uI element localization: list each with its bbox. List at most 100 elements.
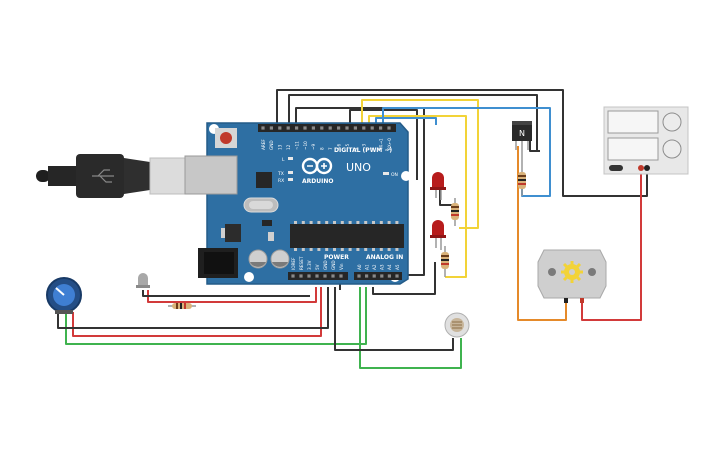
header-pin[interactable] — [337, 126, 341, 130]
wire-yellow-1[interactable] — [361, 99, 479, 229]
header-pin[interactable] — [357, 274, 361, 278]
chip-leg — [379, 221, 383, 224]
chip-leg — [372, 221, 375, 224]
header-pin[interactable] — [303, 126, 307, 130]
red-led-1[interactable] — [430, 172, 446, 200]
header-pin[interactable] — [311, 126, 315, 130]
header-pin[interactable] — [307, 274, 311, 278]
crystal-oscillator — [243, 197, 279, 213]
wire-red-motor[interactable] — [581, 170, 642, 321]
wire-black-tmp[interactable] — [142, 290, 310, 297]
header-pin[interactable] — [323, 274, 327, 278]
header-pin[interactable] — [380, 274, 384, 278]
header-pin[interactable] — [395, 274, 399, 278]
current-knob[interactable] — [662, 139, 682, 159]
wire-black-top-outer[interactable] — [276, 89, 648, 197]
header-pin[interactable] — [286, 126, 290, 130]
wire-orange-motor[interactable] — [517, 146, 567, 321]
pin-label: GND — [323, 260, 328, 270]
resistor-2[interactable] — [441, 246, 449, 277]
analog-header[interactable] — [354, 272, 402, 280]
voltage-knob[interactable] — [662, 112, 682, 132]
pin-label: ~3 — [362, 143, 367, 150]
header-pin[interactable] — [269, 126, 273, 130]
pin-label: IOREF — [291, 257, 296, 270]
pin-label: GND — [269, 140, 274, 150]
header-pin[interactable] — [370, 126, 374, 130]
header-pin[interactable] — [339, 274, 343, 278]
led-tx — [288, 171, 293, 174]
pin-label: 8 — [320, 147, 325, 150]
power-jack[interactable] — [198, 248, 238, 278]
led-l-label: L — [282, 157, 285, 163]
chip-leg — [372, 248, 375, 251]
small-component — [268, 232, 274, 241]
header-pin[interactable] — [372, 274, 376, 278]
header-pin[interactable] — [387, 274, 391, 278]
wire-black-pot[interactable] — [57, 287, 329, 329]
header-pin[interactable] — [315, 274, 319, 278]
header-pin[interactable] — [291, 274, 295, 278]
power-switch[interactable] — [609, 165, 623, 171]
chip-leg — [364, 248, 368, 251]
pin-label: ~11 — [294, 141, 299, 150]
wire-yellow-2[interactable] — [368, 115, 467, 278]
mounting-hole — [401, 171, 411, 181]
reset-button[interactable] — [215, 128, 237, 148]
led-rx — [288, 178, 293, 181]
wire-black-analog[interactable] — [372, 262, 436, 295]
potentiometer[interactable] — [46, 277, 82, 314]
header-pin[interactable] — [320, 126, 324, 130]
header-pin[interactable] — [345, 126, 349, 130]
gray-sensor[interactable] — [136, 273, 150, 288]
pin-label: A1 — [364, 264, 369, 270]
small-component — [262, 220, 272, 226]
header-pin[interactable] — [295, 126, 299, 130]
resistor-1[interactable] — [451, 198, 459, 226]
red-led-2[interactable] — [430, 220, 446, 250]
chip-leg — [395, 248, 399, 251]
positive-terminal[interactable] — [638, 165, 644, 171]
header-pin[interactable] — [379, 126, 383, 130]
pin-label: 13 — [278, 144, 283, 150]
led-on-label: ON — [391, 172, 398, 178]
header-pin[interactable] — [299, 274, 303, 278]
photoresistor[interactable] — [444, 312, 470, 338]
wire-green-ldr[interactable] — [359, 287, 462, 369]
chip-leg — [317, 248, 321, 251]
header-pin[interactable] — [331, 274, 335, 278]
wire-black-transistor[interactable] — [529, 140, 540, 152]
wire-red-pot[interactable] — [72, 287, 322, 337]
npn-transistor[interactable]: N — [512, 121, 532, 150]
wire-black-gnd-top[interactable] — [288, 94, 538, 151]
chip-leg — [309, 248, 313, 251]
chip-leg — [356, 248, 360, 251]
transistor-label: N — [519, 129, 525, 138]
analog-pins — [357, 274, 399, 278]
negative-terminal[interactable] — [644, 165, 650, 171]
pin-label: A0 — [357, 264, 362, 270]
header-pin[interactable] — [278, 126, 282, 130]
power-supply[interactable] — [603, 106, 689, 175]
header-pin[interactable] — [362, 126, 366, 130]
header-pin[interactable] — [353, 126, 357, 130]
pin-label: AREF — [261, 139, 266, 150]
digital-header[interactable] — [258, 124, 396, 132]
wire-black-ldr2[interactable] — [334, 287, 454, 351]
header-pin[interactable] — [261, 126, 265, 130]
dc-motor[interactable] — [537, 249, 607, 303]
pin-label: ~10 — [303, 141, 308, 150]
pin-label: ~9 — [311, 143, 316, 150]
header-pin[interactable] — [365, 274, 369, 278]
led-rx-label: RX — [278, 178, 284, 184]
resistor-3[interactable] — [518, 150, 526, 196]
header-pin[interactable] — [328, 126, 332, 130]
header-pin[interactable] — [387, 126, 391, 130]
wire-black-led1[interactable] — [439, 190, 455, 206]
chip-leg — [333, 248, 336, 251]
led-on — [383, 172, 389, 175]
resistor-4[interactable] — [168, 303, 196, 309]
wire-red-tmp[interactable] — [147, 287, 317, 303]
